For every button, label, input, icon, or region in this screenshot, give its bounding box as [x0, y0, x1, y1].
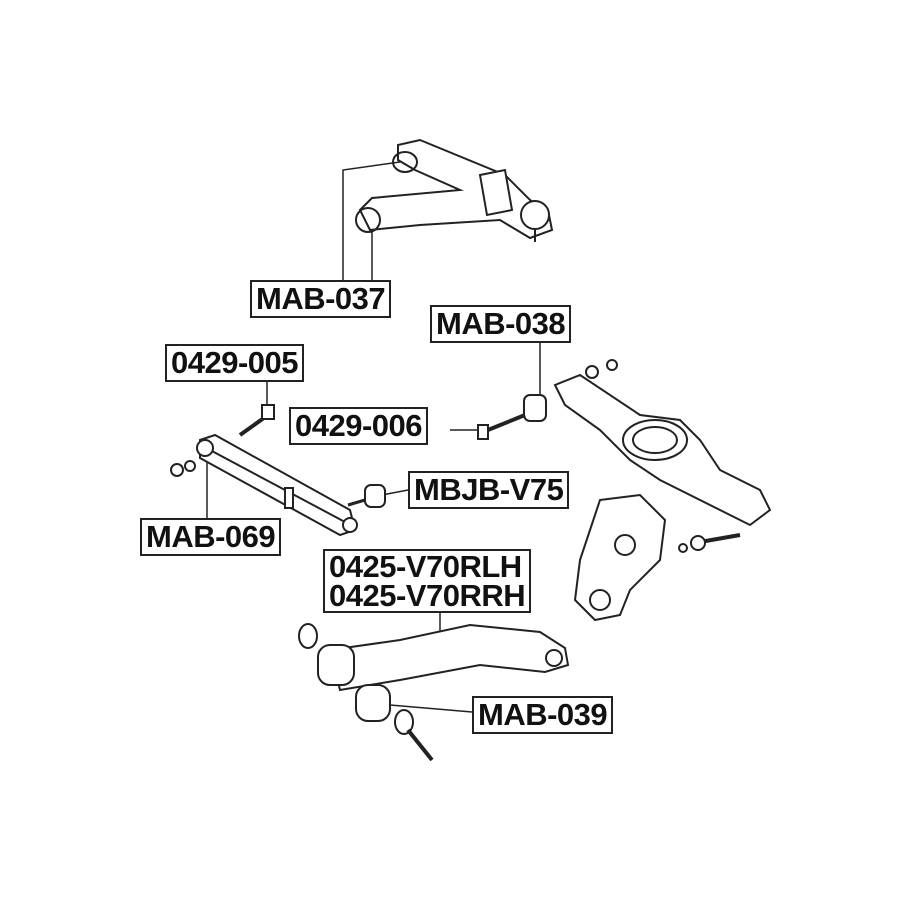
lateral-link: [170, 404, 386, 537]
part-label-mbjb-v75[interactable]: MBJB-V75: [408, 471, 570, 509]
part-label-mab-039[interactable]: MAB-039: [472, 696, 614, 734]
part-label-mab-038[interactable]: MAB-038: [430, 305, 572, 343]
lower-control-arm: [477, 359, 772, 553]
part-label-0425-v70rlh[interactable]: 0425-V70RLH: [329, 549, 522, 584]
knuckle: [573, 493, 667, 622]
part-label-0429-006[interactable]: 0429-006: [289, 407, 429, 445]
part-label-mab-037[interactable]: MAB-037: [250, 280, 392, 318]
part-label-0425-v70r[interactable]: 0425-V70RLH 0425-V70RRH: [323, 549, 532, 613]
part-label-0429-005[interactable]: 0429-005: [165, 344, 305, 382]
upper-control-arm: [355, 138, 554, 242]
part-label-0425-v70rrh[interactable]: 0425-V70RRH: [329, 578, 526, 613]
leader-lines: [206, 161, 541, 713]
part-label-mab-069[interactable]: MAB-069: [140, 518, 282, 556]
trailing-arm: [298, 623, 570, 762]
